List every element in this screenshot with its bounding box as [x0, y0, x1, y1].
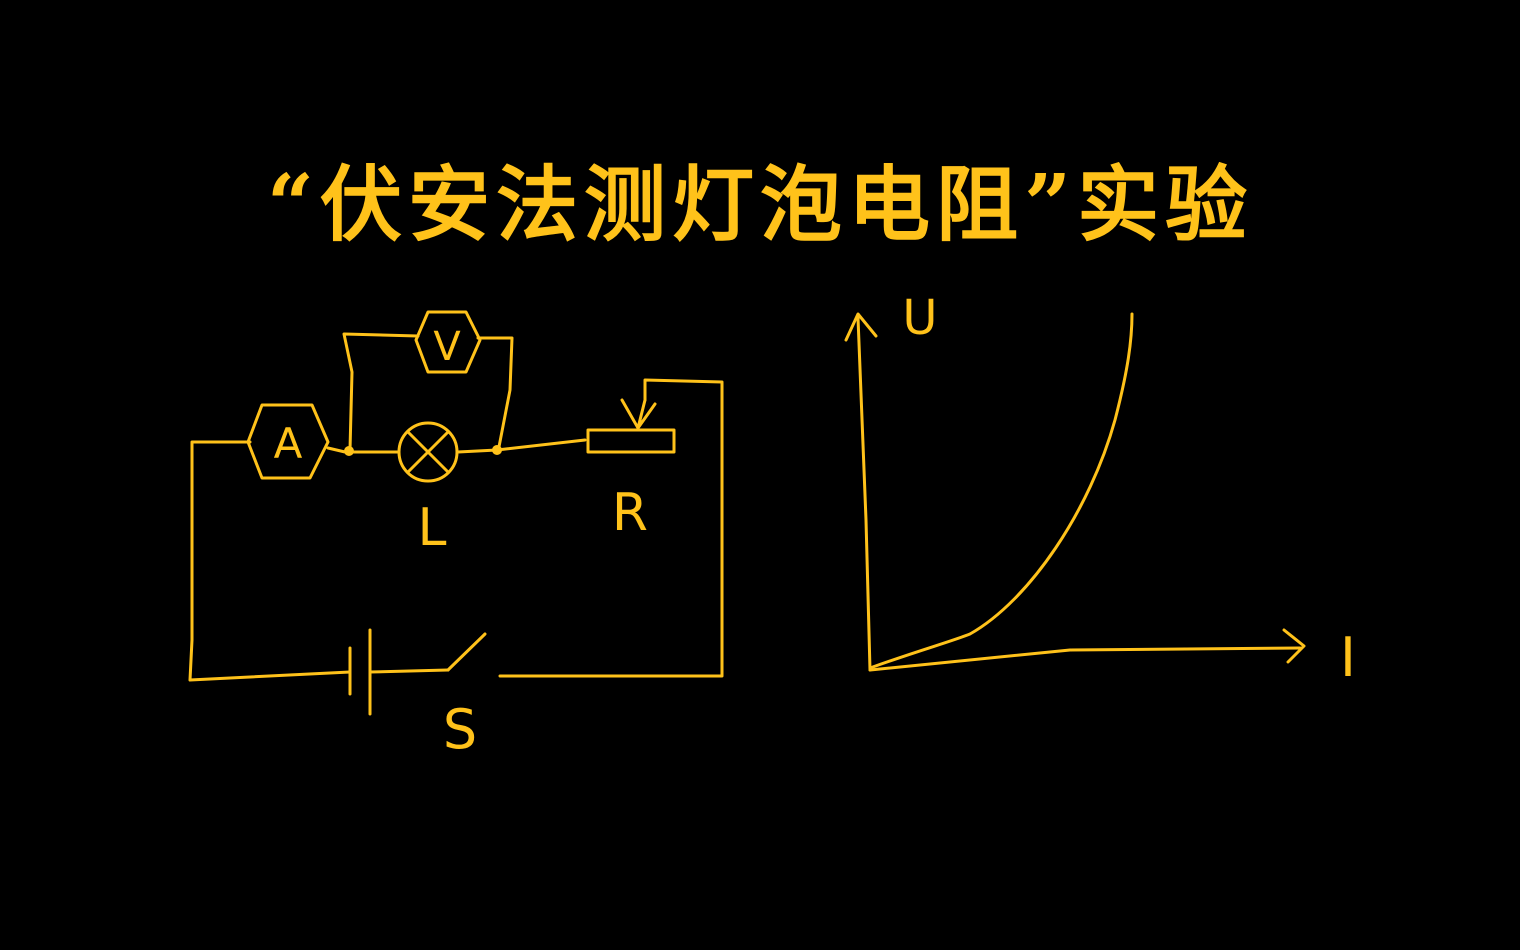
- y-axis-arrow-icon: [844, 312, 878, 342]
- ammeter-symbol: A: [274, 419, 303, 468]
- switch-icon: [446, 632, 487, 672]
- x-axis-arrow-icon: [1282, 628, 1306, 664]
- wire-left: [188, 440, 352, 682]
- lamp-label: L: [418, 498, 447, 558]
- page-title: “伏安法测灯泡电阻”实验: [266, 157, 1254, 253]
- rheostat: [586, 398, 676, 454]
- rheostat-label: R: [612, 483, 648, 543]
- slider-arrow-icon: [620, 398, 657, 430]
- wire-bottom-right: [498, 378, 724, 678]
- junction-dot: [492, 445, 502, 455]
- y-axis-label: U: [902, 290, 937, 346]
- voltmeter: V: [414, 310, 482, 374]
- ui-graph: U I: [844, 290, 1356, 689]
- voltmeter-symbol: V: [433, 324, 461, 370]
- y-axis: [856, 316, 872, 672]
- lamp-icon: [397, 421, 459, 483]
- battery-icon: [348, 628, 450, 716]
- circuit-diagram: A V L R S: [188, 310, 724, 761]
- x-axis-label: I: [1340, 626, 1356, 689]
- switch-label: S: [443, 698, 477, 761]
- wire-ammeter-to-lamp: [326, 446, 400, 454]
- junction-dot: [344, 446, 354, 456]
- ammeter: A: [246, 403, 330, 480]
- u-i-curve: [868, 312, 1134, 670]
- wire-lamp-to-rheostat: [456, 438, 587, 454]
- wire-voltmeter-branch: [342, 332, 514, 454]
- x-axis: [868, 646, 1302, 672]
